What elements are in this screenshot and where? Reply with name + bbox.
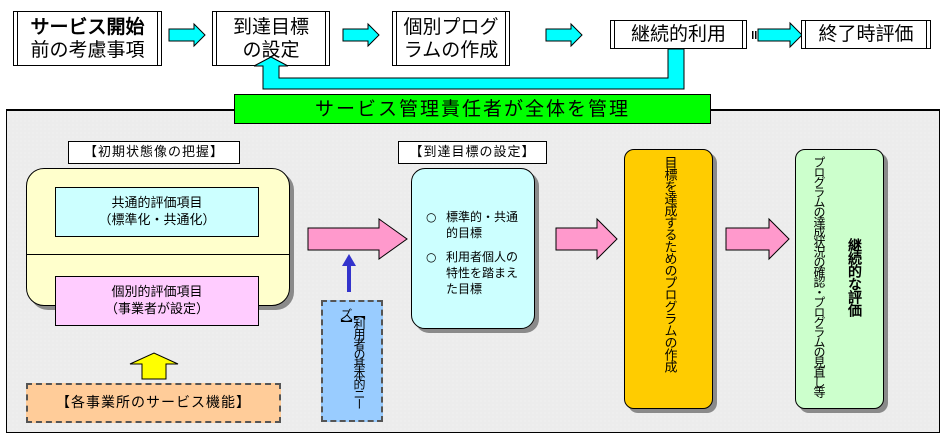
blue-up-arrow <box>342 254 356 292</box>
arrow-right-icon <box>545 22 583 48</box>
pink-arrow-3 <box>725 217 790 261</box>
goal-list: ○ 標準的・共通的目標 ○ 利用者個人の特性を踏まえた目標 <box>426 209 526 297</box>
continuous-evaluation-title: 継続的な評価 <box>846 238 862 316</box>
flow-step-continuous-use: 継続的利用 <box>610 20 747 49</box>
flow-arrow-4 <box>752 21 803 49</box>
pink-arrow-2 <box>555 217 618 261</box>
flow-step-line1: 個別プログ <box>403 15 499 38</box>
flow-step-line2: ラムの作成 <box>403 38 499 61</box>
arrow-up-icon <box>129 352 179 380</box>
goal-setting-header: 【到達目標の設定】 <box>398 141 547 164</box>
flow-step-line2: 前の考慮事項 <box>30 38 145 61</box>
flow-step-line1: 継続的利用 <box>630 23 726 45</box>
program-creation-text: 目標を達成するためのプログラムの作成 <box>661 156 677 372</box>
arrow-right-icon <box>342 22 380 48</box>
flow-step-line1: サービス開始 <box>30 15 145 38</box>
service-function-text: 【各事業所のサービス機能】 <box>56 395 251 411</box>
flow-step-pre-service: サービス開始 前の考慮事項 <box>13 11 162 66</box>
goal-item-text: 標準的・共通的目標 <box>446 210 519 240</box>
flow-arrow-2 <box>342 22 380 48</box>
goal-item: ○ 利用者個人の特性を踏まえた目標 <box>426 249 526 297</box>
circle-bullet-icon: ○ <box>426 210 437 224</box>
management-banner: サービス管理責任者が全体を管理 <box>234 94 711 124</box>
arrow-right-icon <box>307 218 408 260</box>
flow-step-final-evaluation: 終了時評価 <box>801 20 931 49</box>
goal-item-text: 利用者個人の特性を踏まえた目標 <box>446 250 519 296</box>
program-creation-box: 目標を達成するためのプログラムの作成 <box>624 149 713 409</box>
flow-step-line1: 終了時評価 <box>818 23 914 45</box>
individual-items-line1: 個別的評価項目 <box>111 285 203 300</box>
common-items-line2: （標準化・共通化） <box>98 213 216 228</box>
flow-arrow-3 <box>545 22 583 48</box>
user-needs-text: 【利用者の基本的ニーズ】 <box>339 308 366 408</box>
individual-items-line2: （事業者が設定） <box>104 302 209 317</box>
initial-state-header: 【初期状態像の把握】 <box>68 141 240 164</box>
continuous-evaluation-subtext: プログラムの達成状況の確認・プログラムの見直し等 <box>812 156 826 396</box>
goal-item: ○ 標準的・共通的目標 <box>426 209 526 241</box>
user-needs-box: 【利用者の基本的ニーズ】 <box>321 300 383 422</box>
flow-arrow-1 <box>168 22 206 48</box>
flow-step-line1: 到達目標 <box>232 15 309 38</box>
arrow-right-icon <box>757 21 803 49</box>
continuous-evaluation-box: プログラムの達成状況の確認・プログラムの見直し等 継続的な評価 <box>795 149 884 409</box>
common-evaluation-items: 共通的評価項目 （標準化・共通化） <box>55 187 259 237</box>
arrow-up-icon <box>342 254 356 292</box>
arrow-right-icon <box>555 217 618 261</box>
initial-state-divider <box>27 254 289 255</box>
service-function-box: 【各事業所のサービス機能】 <box>26 383 281 423</box>
arrow-right-icon <box>725 217 790 261</box>
feedback-loop-arrow <box>253 48 685 90</box>
flow-step-program-creation: 個別プログ ラムの作成 <box>392 11 510 66</box>
arrow-right-icon <box>168 22 206 48</box>
flow-step-line2: の設定 <box>242 38 300 61</box>
common-items-line1: 共通的評価項目 <box>111 196 203 211</box>
goal-setting-box: ○ 標準的・共通的目標 ○ 利用者個人の特性を踏まえた目標 <box>411 168 535 329</box>
yellow-up-arrow <box>129 352 179 380</box>
pink-arrow-1 <box>307 218 408 260</box>
circle-bullet-icon: ○ <box>426 250 437 264</box>
individual-evaluation-items: 個別的評価項目 （事業者が設定） <box>55 276 259 326</box>
